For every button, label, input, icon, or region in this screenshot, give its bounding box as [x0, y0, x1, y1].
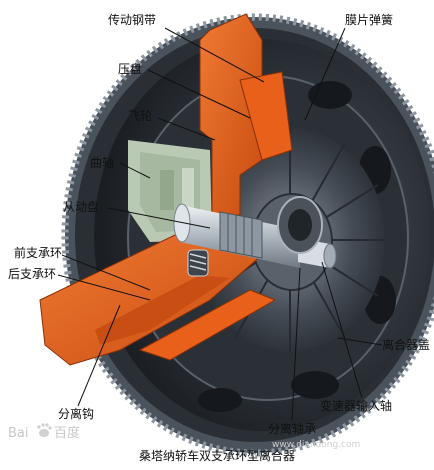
label-flywheel: 飞轮	[128, 109, 152, 123]
watermark-brand-suffix: 百度	[54, 425, 80, 441]
label-diaphragm-spring: 膜片弹簧	[345, 12, 393, 27]
watermark: Bai 百度 www.diandong.com	[8, 423, 360, 450]
label-drive-strap: 传动钢带	[108, 12, 156, 27]
watermark-site: www.diandong.com	[272, 440, 360, 450]
label-release-fork: 分离钩	[58, 406, 94, 421]
label-pressure-plate: 压盘	[118, 61, 142, 76]
label-front-support-ring: 前支承环	[14, 245, 62, 260]
label-driven-disc: 从动盘	[63, 199, 99, 214]
leader-lines	[57, 27, 383, 421]
driven-disc-damper	[187, 249, 209, 277]
label-release-bearing: 分离轴承	[268, 421, 316, 436]
label-crankshaft: 曲轴	[90, 155, 114, 170]
watermark-brand: Bai	[8, 426, 29, 441]
figure-caption: 桑塔纳轿车双支承环型离合器	[139, 448, 295, 463]
label-clutch-cover: 离合器盖	[382, 337, 430, 352]
release-bearing	[277, 196, 323, 254]
label-transmission-input-shaft: 变速器输入轴	[320, 398, 392, 413]
label-rear-support-ring: 后支承环	[8, 267, 56, 281]
input-shaft	[173, 203, 337, 269]
paw-logo-icon	[37, 423, 52, 437]
